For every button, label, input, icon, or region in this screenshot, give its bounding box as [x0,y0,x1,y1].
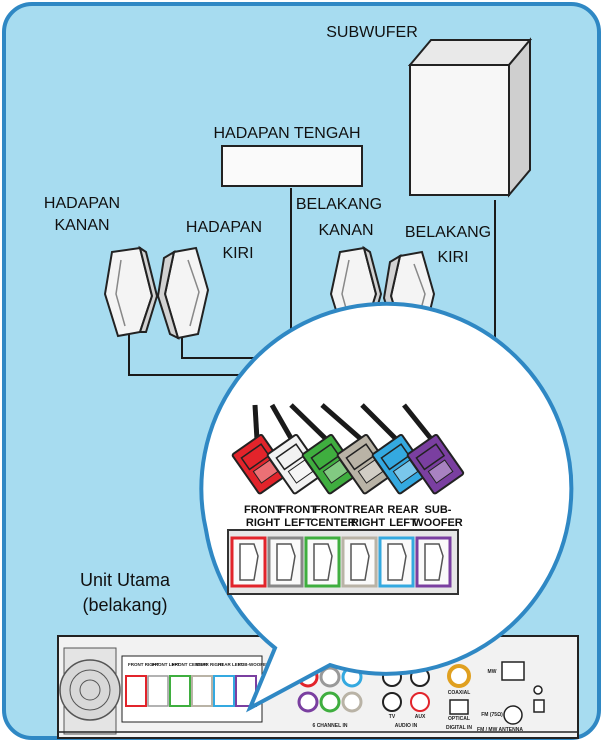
panel-optical: OPTICAL [448,716,470,722]
connector-label-bottom-1: RIGHT [246,517,281,529]
panel-coaxial: COAXIAL [448,690,471,696]
connector-plugs: FRONTRIGHTFRONTLEFTFRONTCENTERREARRIGHTR… [231,403,465,529]
panel-fm: FM (75Ω) [481,712,503,718]
connector-label-bottom-5: LEFT [389,517,417,529]
panel-term-label-4: REAR RIGHT [196,662,224,667]
front-left-label-1: HADAPAN [186,219,262,236]
panel-audio-inputs: 6 CHANNEL IN TV AUX AUDIO IN [297,666,430,729]
panel-tv: TV [389,714,396,720]
panel-antenna-label: FM / MW ANTENNA [477,727,523,733]
front-left-speaker [156,246,210,340]
connector-6: SUB-WOOFER [402,403,465,529]
subwoofer-label: SUBWUFER [326,24,418,41]
panel-term-label-5: REAR LEFT [218,662,244,667]
panel-audio-in: AUDIO IN [395,723,418,729]
terminal-socket-1 [230,536,267,588]
front-right-speaker [103,245,159,338]
connector-label-bottom-4: RIGHT [351,517,386,529]
rear-left-label-2: KIRI [437,249,468,266]
panel-term-label-2: FRONT LEFT [152,662,180,667]
subwoofer-speaker [407,37,533,198]
connector-label-top-3: FRONT [314,504,352,516]
connector-label-top-6: SUB- [425,504,452,516]
rear-left-label-1: BELAKANG [405,224,491,241]
main-unit-label-1: Unit Utama [80,570,171,590]
terminal-socket-2 [267,536,304,588]
terminal-sockets [230,536,452,588]
front-right-label-1: HADAPAN [44,195,120,212]
terminal-socket-5 [378,536,415,588]
panel-term-label-6: SUB-WOOFER [238,662,270,667]
terminal-socket-6 [415,536,452,588]
panel-aux: AUX [415,714,426,720]
terminal-socket-3 [304,536,341,588]
connector-label-bottom-6: WOOFER [413,517,463,529]
connector-label-bottom-3: CENTER [310,517,355,529]
main-unit-label-2: (belakang) [82,595,167,615]
connector-label-bottom-2: LEFT [284,517,312,529]
front-right-label-2: KANAN [54,217,109,234]
front-left-label-2: KIRI [222,245,253,262]
panel-channel-in: 6 CHANNEL IN [313,723,348,729]
panel-speaker-terminals: FRONT RIGHT FRONT LEFT FRONT CENTER REAR… [121,655,270,723]
rear-right-label-1: BELAKANG [296,196,382,213]
front-center-speaker [221,145,363,187]
connector-label-top-5: REAR [387,504,418,516]
rear-right-label-2: KANAN [318,222,373,239]
connector-label-top-4: REAR [352,504,383,516]
panel-digital-in: DIGITAL IN [446,725,472,731]
panel-antenna: MW FM (75Ω) FM / MW ANTENNA [477,661,545,733]
panel-mw: MW [488,669,497,675]
connector-label-top-1: FRONT [244,504,282,516]
front-center-label: HADAPAN TENGAH [214,125,361,142]
panel-term-label-1: FRONT RIGHT [128,662,159,667]
connector-label-top-2: FRONT [279,504,317,516]
terminal-socket-4 [341,536,378,588]
panel-digital-inputs: COAXIAL OPTICAL DIGITAL IN [446,664,472,731]
panel-term-label-3: FRONT CENTER [172,662,208,667]
